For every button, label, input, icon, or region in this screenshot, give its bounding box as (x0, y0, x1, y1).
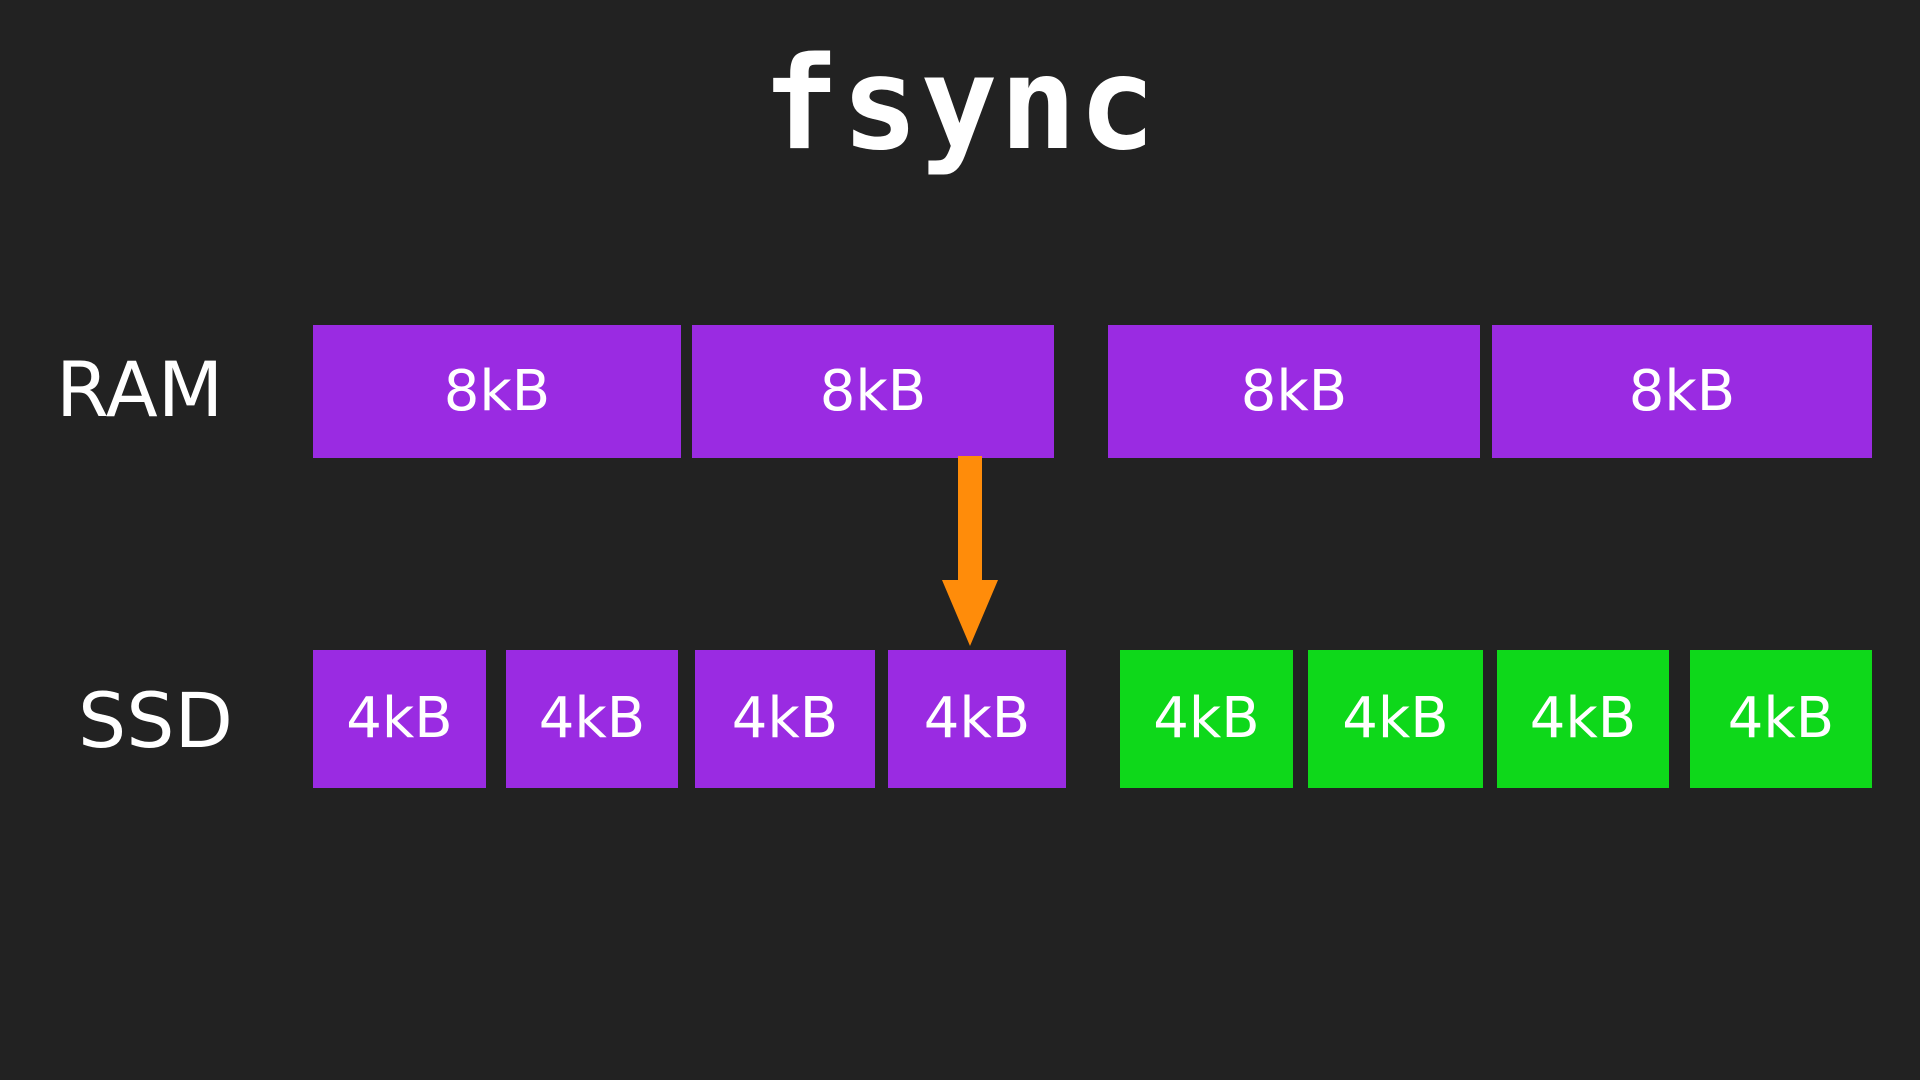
ssd-block-label: 4kB (1529, 686, 1637, 751)
flush-arrow (930, 456, 1010, 652)
ram-block-label: 8kB (1628, 358, 1736, 424)
ssd-block-label: 4kB (1342, 686, 1449, 751)
ssd-block: 4kB (313, 650, 486, 788)
ram-block-label: 8kB (443, 358, 551, 424)
page-title: fsync (762, 30, 1158, 179)
ssd-block: 4kB (1308, 650, 1483, 788)
ssd-block-label: 4kB (923, 686, 1031, 751)
row-label-ssd: SSD (78, 676, 234, 765)
ram-block-label: 8kB (819, 358, 927, 424)
ram-block: 8kB (692, 325, 1054, 458)
ssd-block-label: 4kB (731, 686, 839, 751)
ssd-block-label: 4kB (538, 686, 646, 751)
arrow-shape (942, 456, 998, 646)
ssd-block-label: 4kB (346, 686, 453, 751)
ssd-block: 4kB (888, 650, 1066, 788)
ssd-block-label: 4kB (1727, 686, 1835, 751)
ram-block: 8kB (1492, 325, 1872, 458)
ssd-block: 4kB (695, 650, 875, 788)
ram-block-label: 8kB (1240, 358, 1348, 424)
row-label-ram: RAM (56, 345, 224, 434)
ssd-block: 4kB (1120, 650, 1293, 788)
ram-block: 8kB (1108, 325, 1480, 458)
ssd-block: 4kB (1497, 650, 1669, 788)
ssd-block: 4kB (506, 650, 678, 788)
ssd-block-label: 4kB (1153, 686, 1260, 751)
ram-block: 8kB (313, 325, 681, 458)
ssd-block: 4kB (1690, 650, 1872, 788)
